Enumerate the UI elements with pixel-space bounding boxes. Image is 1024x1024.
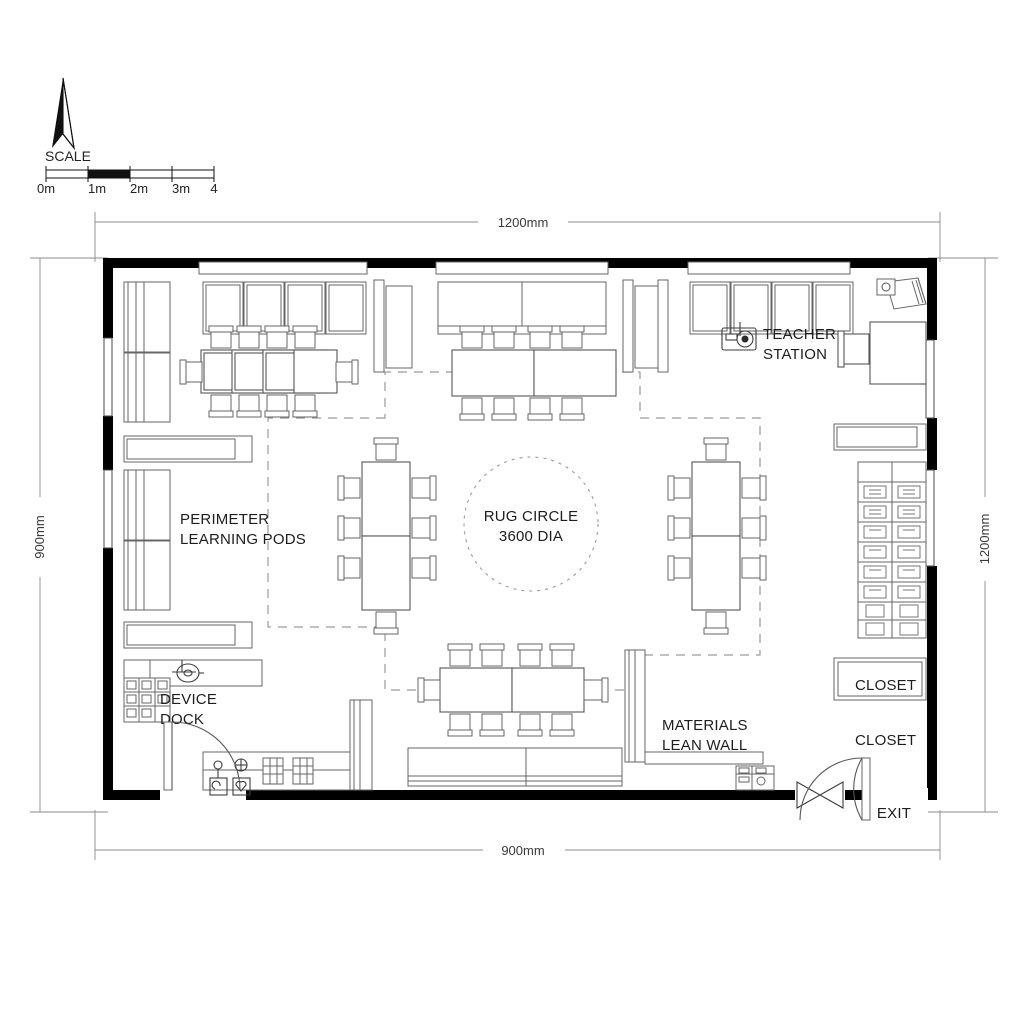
whiteboard-top-right [687, 261, 854, 335]
scale-tick-1: 1m [88, 181, 106, 196]
right-wall-casework [833, 423, 927, 639]
left-wall-casework [123, 281, 263, 687]
pod-table-mid-left [337, 437, 437, 635]
closet-lower-label: CLOSET [855, 732, 916, 749]
scale-tick-0: 0m [37, 181, 55, 196]
bottom-left-counter [202, 699, 373, 796]
rug-circle-label-line1: RUG CIRCLE [484, 508, 579, 525]
task-chair [876, 277, 927, 310]
dimension-bottom-label: 900mm [501, 843, 544, 858]
appliance-panel-b [292, 757, 314, 785]
projector-icon [721, 322, 757, 351]
zone-boundary-learning-commons [267, 371, 761, 691]
rug-circle: RUG CIRCLE 3600 DIA [463, 456, 599, 592]
scale-bar: SCALE 0m 1m 2m 3m 4 [37, 148, 218, 196]
exit-label: EXIT [877, 805, 911, 822]
device-dock-label-line1: DEVICE [160, 691, 217, 708]
scale-tick-2: 2m [130, 181, 148, 196]
dimension-top-label: 1200mm [498, 215, 549, 230]
scale-bar-graphic [45, 166, 215, 182]
pod-table-bottom-center [417, 643, 609, 737]
perimeter-learning-pods-label: PERIMETER LEARNING PODS [180, 511, 306, 548]
storage-cubby-grid [857, 461, 927, 639]
scale-bar-title: SCALE [45, 148, 91, 164]
perimeter-label-line1: PERIMETER [180, 511, 269, 528]
teacher-station-label-line2: STATION [763, 346, 827, 363]
sink-fixture-right [232, 758, 251, 796]
closet-upper-label: CLOSET [855, 677, 916, 694]
whiteboard-top-left [198, 261, 368, 335]
pod-table-mid-right [667, 437, 767, 635]
building-walls [101, 258, 939, 809]
door-left[interactable] [163, 721, 241, 791]
dimension-left-label: 900mm [32, 515, 47, 558]
sink-fixture-left [209, 760, 228, 796]
whiteboard-top-center [435, 261, 609, 335]
wall-device-panel [735, 765, 775, 791]
teacher-station-group: TEACHER STATION [721, 277, 927, 385]
closet-lower: CLOSET [855, 732, 916, 749]
door-exit[interactable] [799, 757, 871, 821]
pod-table-top-center [451, 325, 617, 421]
device-dock-cubby-grid [123, 677, 171, 723]
rug-circle-label-line2: 3600 DIA [499, 528, 563, 545]
dimension-right: 1200mm [928, 257, 998, 813]
materials-label-line1: MATERIALS [662, 717, 748, 734]
pod-table-top-left [179, 325, 359, 418]
dimension-top: 1200mm [94, 212, 941, 262]
north-arrow-icon [52, 77, 75, 150]
perimeter-label-line2: LEARNING PODS [180, 531, 306, 548]
teacher-station-label-line1: TEACHER [763, 326, 836, 343]
closet-upper: CLOSET [833, 657, 927, 701]
ceiling-device-symbol [172, 660, 204, 683]
dimension-right-label: 1200mm [977, 514, 992, 565]
partition-fins [373, 279, 669, 373]
appliance-panel-a [262, 757, 284, 785]
materials-label-line2: LEAN WALL [662, 737, 747, 754]
materials-lean-wall-group: MATERIALS LEAN WALL [624, 649, 775, 791]
dimension-left: 900mm [30, 257, 108, 813]
bottom-center-bench [407, 747, 623, 787]
scale-tick-3: 3m [172, 181, 190, 196]
scale-tick-4: 4 [210, 181, 217, 196]
dimension-bottom: 900mm [94, 810, 941, 860]
